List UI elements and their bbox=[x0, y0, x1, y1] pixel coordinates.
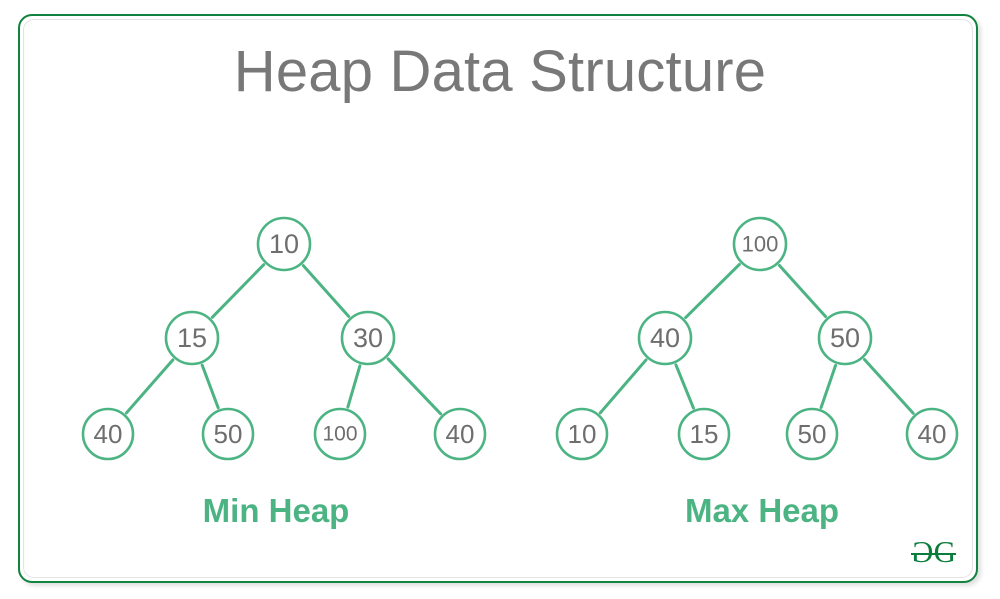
node-circle bbox=[637, 310, 693, 366]
min-heap-label: Min Heap bbox=[202, 492, 350, 529]
max-heap-label: Max Heap bbox=[684, 492, 840, 529]
min-heap-tree: 10 15 30 40 50 100 40 bbox=[81, 216, 487, 461]
node-circle bbox=[256, 216, 312, 272]
node-value: 15 bbox=[177, 323, 207, 353]
node-value: 10 bbox=[568, 419, 597, 449]
heap-trees-canvas: 10 15 30 40 50 100 40 100 40 50 10 15 50 40 bbox=[81, 216, 959, 461]
tree-node-min-root[interactable]: 10 bbox=[256, 216, 312, 272]
tree-node-min-ll[interactable]: 40 bbox=[81, 407, 135, 461]
node-value: 10 bbox=[269, 229, 299, 259]
tree-edge bbox=[386, 357, 443, 416]
tree-node-min-r[interactable]: 30 bbox=[340, 310, 396, 366]
tree-node-min-rl[interactable]: 100 bbox=[313, 407, 367, 461]
node-circle bbox=[433, 407, 487, 461]
node-circle bbox=[201, 407, 255, 461]
tree-edge bbox=[210, 263, 266, 319]
logo-strike-bar-icon bbox=[911, 553, 956, 555]
node-value: 15 bbox=[690, 419, 719, 449]
node-value: 40 bbox=[918, 419, 947, 449]
diagram-frame: Heap Data Structure 10 15 30 40 50 100 40 100 40… bbox=[18, 14, 978, 583]
tree-edge bbox=[346, 364, 362, 409]
node-circle bbox=[785, 407, 839, 461]
tree-edge bbox=[200, 363, 220, 410]
page-title: Heap Data Structure bbox=[233, 39, 767, 104]
node-value: 30 bbox=[353, 323, 383, 353]
node-circle bbox=[905, 407, 959, 461]
node-circle bbox=[81, 407, 135, 461]
node-circle bbox=[164, 310, 220, 366]
tree-node-min-lr[interactable]: 50 bbox=[201, 407, 255, 461]
max-heap-tree: 100 40 50 10 15 50 40 bbox=[555, 216, 959, 461]
logo-mirrored-g-icon: G bbox=[913, 534, 934, 569]
tree-edge bbox=[819, 363, 838, 410]
tree-edge bbox=[777, 264, 828, 318]
node-value: 40 bbox=[650, 323, 680, 353]
node-value: 40 bbox=[94, 419, 123, 449]
tree-node-max-l[interactable]: 40 bbox=[637, 310, 693, 366]
logo-g-icon: G bbox=[933, 534, 956, 569]
node-circle bbox=[817, 310, 873, 366]
node-circle bbox=[313, 407, 367, 461]
tree-node-max-ll[interactable]: 10 bbox=[555, 407, 609, 461]
tree-node-max-rl[interactable]: 50 bbox=[785, 407, 839, 461]
tree-edge bbox=[124, 358, 175, 415]
node-value: 40 bbox=[446, 419, 475, 449]
tree-node-min-rr[interactable]: 40 bbox=[433, 407, 487, 461]
node-circle bbox=[555, 407, 609, 461]
tree-edge bbox=[674, 363, 695, 410]
tree-edge bbox=[301, 264, 351, 318]
tree-node-max-lr[interactable]: 15 bbox=[677, 407, 731, 461]
tree-edge bbox=[862, 357, 915, 415]
node-value: 100 bbox=[322, 423, 357, 446]
node-value: 50 bbox=[798, 419, 827, 449]
tree-edge bbox=[598, 358, 648, 415]
geeksforgeeks-logo: GG bbox=[911, 534, 956, 569]
tree-node-max-rr[interactable]: 40 bbox=[905, 407, 959, 461]
node-value: 50 bbox=[830, 323, 860, 353]
node-circle bbox=[677, 407, 731, 461]
node-circle bbox=[340, 310, 396, 366]
node-value: 50 bbox=[214, 419, 243, 449]
node-value: 100 bbox=[742, 232, 779, 257]
tree-edge bbox=[684, 262, 741, 320]
tree-node-min-l[interactable]: 15 bbox=[164, 310, 220, 366]
tree-node-max-root[interactable]: 100 bbox=[732, 216, 788, 272]
tree-node-max-r[interactable]: 50 bbox=[817, 310, 873, 366]
node-circle bbox=[732, 216, 788, 272]
